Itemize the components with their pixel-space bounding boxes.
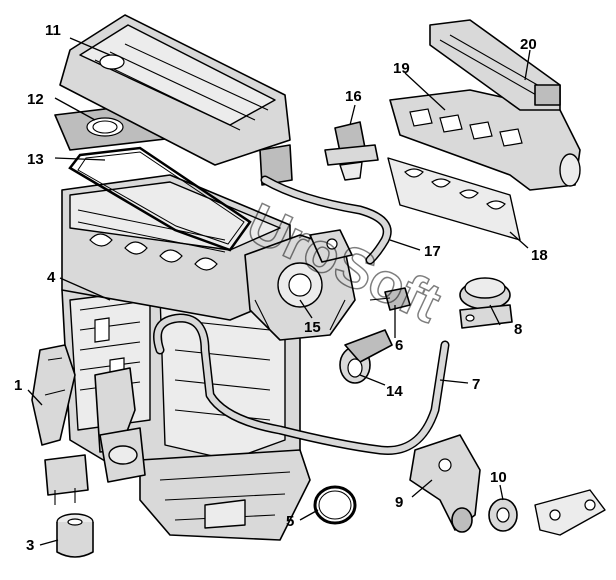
callout-16: 16 <box>345 88 362 105</box>
callout-20: 20 <box>520 36 537 53</box>
thermostat-16 <box>324 121 379 181</box>
egr-valve <box>459 277 513 329</box>
thermostat-housing <box>244 229 356 341</box>
hose-7 <box>153 313 450 455</box>
oil-cooler <box>99 427 146 483</box>
callout-18: 18 <box>531 247 548 264</box>
heat-shield <box>429 19 561 111</box>
rocker-cover <box>59 14 293 186</box>
callout-15: 15 <box>304 319 321 336</box>
rocker-cover-gasket <box>68 146 252 252</box>
oil-filter <box>56 513 94 558</box>
exhaust-manifold <box>389 89 581 191</box>
callout-11: 11 <box>45 22 61 39</box>
callout-17: 17 <box>424 243 441 260</box>
leader-lines <box>27 37 531 546</box>
callout-8: 8 <box>514 321 522 338</box>
callout-labels: 11 12 13 4 1 3 5 6 7 8 9 10 20 19 16 17 … <box>14 22 548 554</box>
o-ring-5 <box>313 485 357 525</box>
filter-adapter <box>44 454 89 505</box>
exhaust-gasket <box>387 157 521 241</box>
callout-9: 9 <box>395 494 403 511</box>
callout-13: 13 <box>27 151 44 168</box>
engine-mount-bracket <box>409 434 481 533</box>
torque-rod <box>534 489 606 536</box>
callout-3: 3 <box>26 537 34 554</box>
callout-1: 1 <box>14 377 22 394</box>
callout-7: 7 <box>472 376 480 393</box>
callout-14: 14 <box>386 383 403 400</box>
callout-5: 5 <box>286 513 294 530</box>
sensor-6 <box>369 287 411 311</box>
mount-bush <box>488 498 518 532</box>
callout-10: 10 <box>490 469 507 486</box>
callout-19: 19 <box>393 60 410 77</box>
hose-17 <box>260 175 392 265</box>
oil-sump <box>139 449 311 541</box>
callout-4: 4 <box>47 269 56 286</box>
valve-14 <box>339 329 393 384</box>
callout-12: 12 <box>27 91 44 108</box>
callout-6: 6 <box>395 337 403 354</box>
